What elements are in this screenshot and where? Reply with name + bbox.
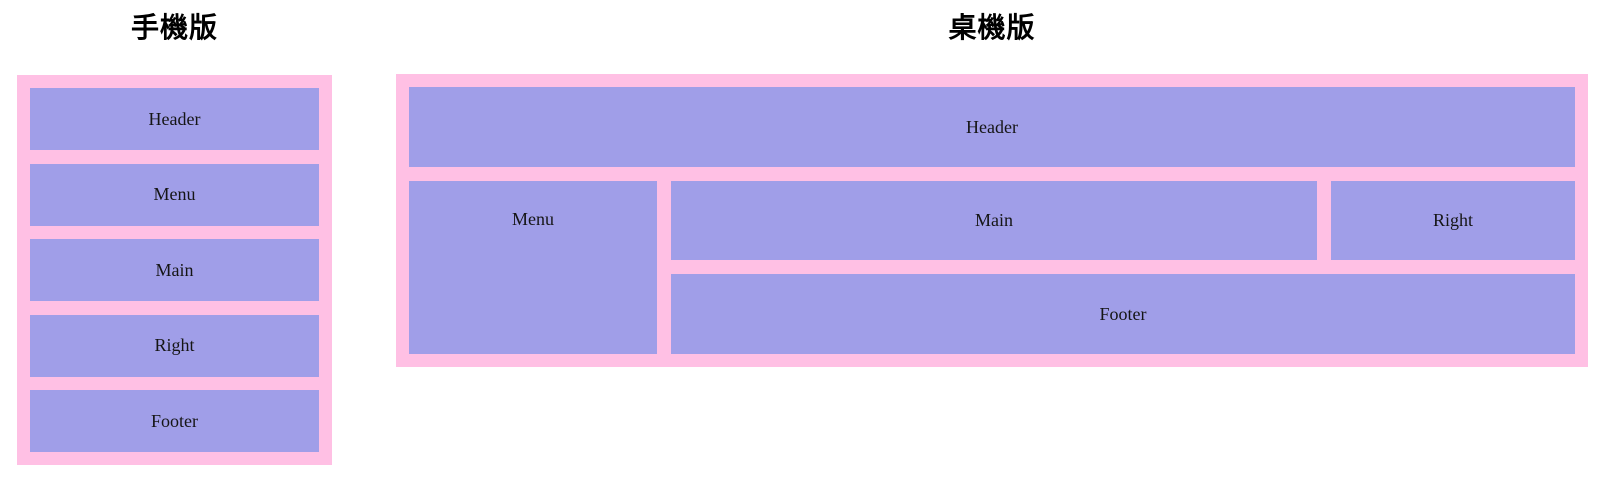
mobile-layout-container: Header Menu Main Right Footer <box>17 75 332 465</box>
desktop-footer-box: Footer <box>671 274 1575 354</box>
mobile-version-title: 手機版 <box>130 12 218 43</box>
desktop-main-box: Main <box>671 181 1317 260</box>
mobile-footer-box: Footer <box>30 390 319 452</box>
desktop-right-box: Right <box>1331 181 1575 260</box>
desktop-layout-container: Header Menu Main Right Footer <box>396 74 1588 367</box>
desktop-version-title: 桌機版 <box>948 12 1036 43</box>
desktop-menu-box: Menu <box>409 181 657 354</box>
desktop-header-box: Header <box>409 87 1575 167</box>
mobile-right-box: Right <box>30 314 319 377</box>
mobile-header-box: Header <box>30 88 319 150</box>
mobile-menu-box: Menu <box>30 163 319 226</box>
mobile-main-box: Main <box>30 239 319 301</box>
